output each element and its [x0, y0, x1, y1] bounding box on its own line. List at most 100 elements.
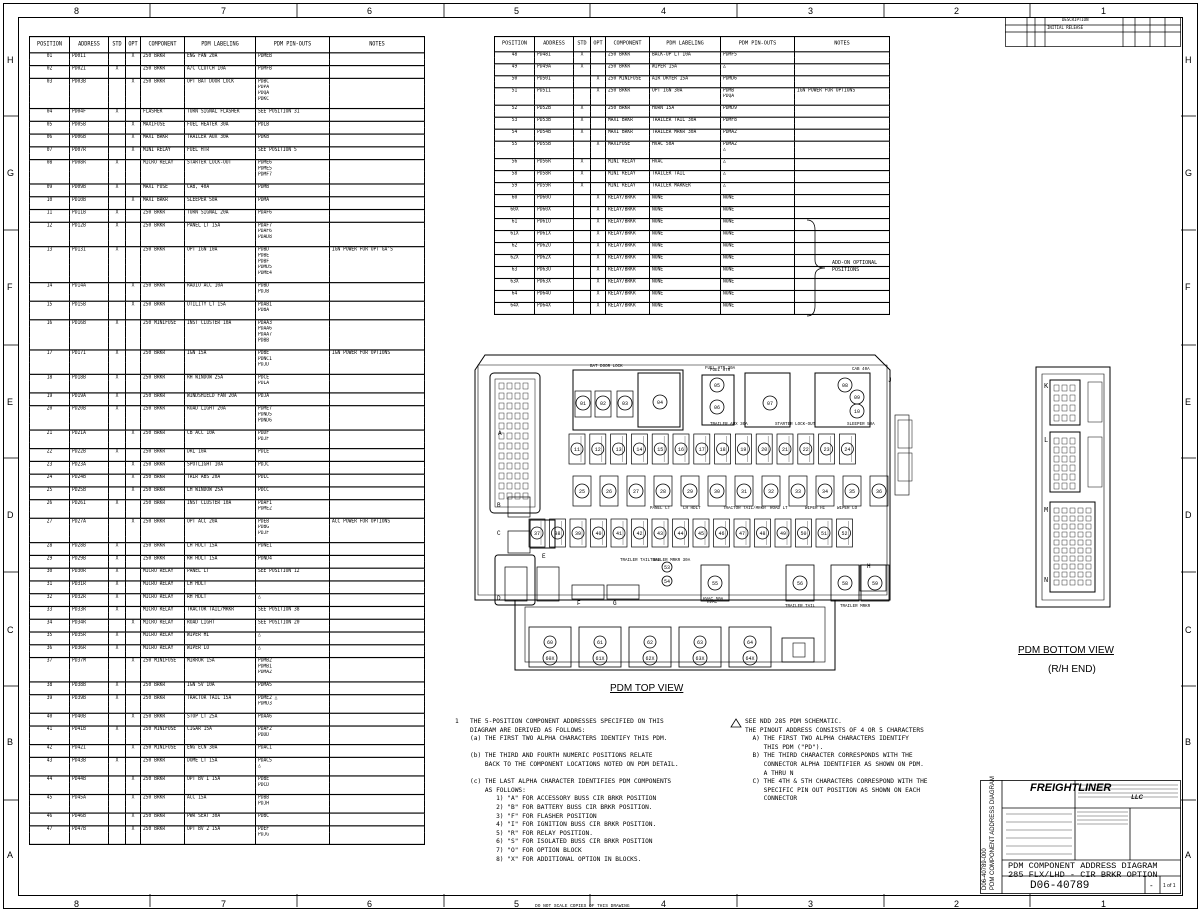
col-header: PDM LABELING: [649, 36, 721, 53]
cell-n: [329, 473, 425, 481]
table-row: [29, 511, 425, 519]
table-row: PDDD: [29, 732, 425, 739]
note-line: 4) "I" FOR IGNITION BUSS CIR BRKR POSITI…: [470, 821, 657, 829]
cell-n: [329, 362, 425, 368]
fuse-39-label: 39: [575, 531, 581, 537]
fuse-02: [595, 395, 611, 411]
cell-n: [794, 81, 890, 88]
fuse-16-label: 16: [678, 447, 684, 453]
fuse-18-label: 18: [720, 447, 726, 453]
table-row: PDAD8: [29, 234, 425, 241]
fuse-13: [612, 442, 626, 456]
table-row: [494, 260, 890, 267]
col-header: PDM PIN-OUTS: [255, 36, 330, 54]
cell-n: [794, 147, 890, 153]
fuse-13-label: 13: [616, 447, 622, 453]
connector-D: D: [497, 595, 501, 602]
table-row: [29, 493, 425, 500]
addon-60X-label: 60X: [545, 656, 554, 662]
cell-n: [794, 200, 890, 207]
cell-n: [329, 228, 425, 235]
fuse-33-label: 33: [795, 489, 801, 495]
cell-n: [329, 171, 425, 178]
cell-n: [794, 218, 890, 225]
note-line: BACK TO THE COMPONENT LOCATIONS NOTED ON…: [470, 760, 679, 768]
addon-61X-label: 61X: [595, 656, 604, 662]
cell-s: [573, 308, 591, 315]
position-label: BAT DOOR LOCK: [590, 365, 623, 369]
connector-F: F: [577, 600, 581, 607]
note-line: 1) "A" FOR ACCESSORY BUSS CIR BRKR POSIT…: [470, 795, 657, 803]
fuse-12: [591, 442, 605, 456]
cell-n: [329, 663, 425, 670]
table-row: PDJH: [29, 800, 425, 807]
connector-K: K: [1044, 383, 1049, 391]
fuse-30: [709, 483, 725, 499]
fuse-31-label: 31: [741, 489, 747, 495]
table-row: PDBG: [29, 524, 425, 531]
cell-n: [794, 170, 890, 177]
table-row: [29, 549, 425, 556]
cell-n: [329, 769, 425, 776]
cell-n: [329, 793, 425, 801]
table-row: [494, 164, 890, 171]
cell-n: [329, 530, 425, 537]
cell-n: [329, 392, 425, 400]
table-row: [29, 177, 425, 184]
cell-n: [329, 356, 425, 363]
fuse-01-label: 01: [580, 401, 586, 407]
table-row: PDPA: [29, 84, 425, 91]
cell-n: [329, 253, 425, 259]
connector-G: G: [613, 600, 617, 607]
fuse-29: [682, 483, 698, 499]
zone-row-F: F: [7, 282, 13, 292]
zone-row-H: H: [1185, 55, 1192, 65]
table-row: [29, 561, 425, 569]
cell-p: [494, 308, 535, 315]
cell-n: [329, 77, 425, 85]
outer-border: [3, 3, 1198, 909]
cell-n: [794, 301, 890, 309]
cell-l: [649, 308, 721, 315]
fuse-27: [628, 483, 644, 499]
fuse-15: [653, 442, 667, 456]
cell-n: [329, 196, 425, 204]
col-header: COMPONENT: [140, 36, 185, 54]
cell-n: [794, 176, 890, 183]
cell-n: [794, 152, 890, 159]
table-row: △: [494, 147, 890, 153]
fuse-35: [844, 483, 860, 499]
table-row: [494, 123, 890, 130]
col-header: ADDRESS: [69, 36, 109, 54]
cell-n: [329, 605, 425, 613]
cell-n: [329, 712, 425, 720]
cell-n: [329, 554, 425, 562]
fuse-15-label: 15: [657, 447, 663, 453]
position-label: SLEEPER 50A: [847, 423, 875, 427]
cell-n: [794, 182, 890, 189]
cell-p: [29, 838, 70, 845]
cell-n: [329, 688, 425, 695]
addon-64X-label: 64X: [745, 656, 754, 662]
table-row: △: [29, 763, 425, 770]
cell-n: [329, 300, 425, 308]
cell-n: [794, 93, 890, 100]
cell-n: [329, 289, 425, 295]
position-label: FUEL HTR: [710, 369, 731, 373]
col-header: STD: [108, 36, 126, 54]
zone-col-3: 3: [808, 6, 814, 16]
cell-pin: [255, 838, 330, 845]
addon-64: [743, 635, 757, 649]
fuse-24: [840, 442, 854, 456]
cell-n: [329, 706, 425, 714]
fuse-08-label: 08: [842, 383, 848, 389]
cell-n: [794, 57, 890, 64]
cell-n: [329, 71, 425, 79]
sheet-number: 1 of 1: [1163, 883, 1176, 889]
